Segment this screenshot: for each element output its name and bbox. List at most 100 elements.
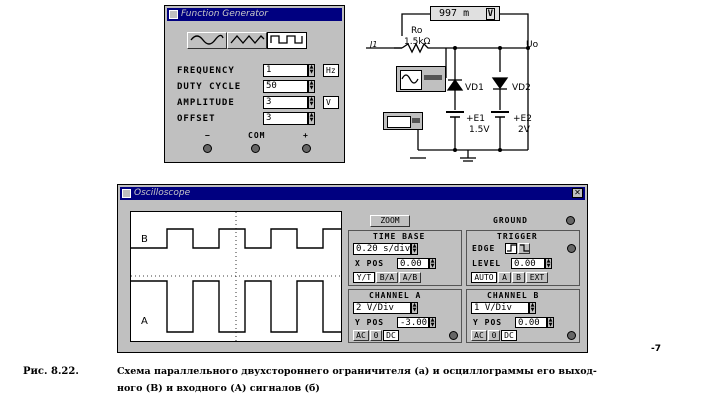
zoom-button[interactable]: ZOOM [370, 215, 410, 227]
ground-label: GROUND [493, 216, 528, 225]
plus-terminal[interactable] [302, 144, 311, 153]
trigger-terminal[interactable] [567, 244, 576, 253]
mode-ab-button[interactable]: A/B [399, 272, 421, 283]
trace-b-label: B [141, 234, 148, 245]
frequency-spinner[interactable]: ▲▼ [308, 64, 315, 77]
time-base-group: TIME BASE 0.20 s/div ▲▼ X POS 0.00 ▲▼ Y/… [348, 230, 462, 286]
sine-wave-button[interactable] [187, 32, 227, 49]
falling-edge-icon [519, 244, 529, 252]
channel-a-ypos-input[interactable]: -3.00 [397, 317, 429, 328]
trace-b [131, 228, 341, 249]
edge-falling-button[interactable] [518, 243, 530, 254]
x-pos-input[interactable]: 0.00 [397, 258, 429, 269]
duty-cycle-spinner[interactable]: ▲▼ [308, 80, 315, 93]
oscilloscope-title: Oscilloscope [134, 188, 191, 198]
time-base-select[interactable]: 0.20 s/div [353, 243, 411, 255]
channel-b-dc-button[interactable]: DC [501, 330, 517, 341]
sine-wave-icon [190, 34, 224, 45]
offset-label: OFFSET [177, 114, 216, 124]
diode1-label: VD1 [465, 83, 484, 93]
triangle-wave-button[interactable] [227, 32, 267, 49]
ground-terminal[interactable] [566, 216, 575, 225]
minus-terminal[interactable] [203, 144, 212, 153]
channel-a-ypos-spinner[interactable]: ▲▼ [429, 317, 436, 328]
resistor-value: 1.5kΩ [404, 37, 431, 47]
frequency-unit-select[interactable]: Hz [323, 64, 339, 77]
trace-a [131, 280, 341, 333]
battery2-value: 2V [518, 125, 530, 135]
trigger-a-button[interactable]: A [498, 272, 511, 283]
channel-b-scale-select[interactable]: 1 V/Div [471, 302, 529, 314]
frequency-label: FREQUENCY [177, 66, 235, 76]
channel-a-ac-button[interactable]: AC [353, 330, 369, 341]
voltmeter-value: 997 m [439, 8, 470, 19]
channel-b-ypos-input[interactable]: 0.00 [515, 317, 547, 328]
channel-b-terminal[interactable] [567, 331, 576, 340]
frequency-input[interactable]: 1 [263, 64, 308, 77]
amplitude-input[interactable]: 3 [263, 96, 308, 109]
battery1-name: +E1 [466, 114, 485, 124]
function-generator-titlebar[interactable]: Function Generator [167, 8, 342, 21]
trigger-title: TRIGGER [497, 232, 538, 241]
mode-yt-button[interactable]: Y/T [353, 272, 375, 283]
channel-b-title: CHANNEL B [487, 291, 540, 300]
trigger-auto-button[interactable]: AUTO [471, 272, 497, 283]
channel-a-terminal[interactable] [449, 331, 458, 340]
amplitude-unit-select[interactable]: V [323, 96, 339, 109]
close-icon[interactable]: ✕ [572, 188, 583, 198]
voltmeter-unit: V [485, 8, 495, 20]
oscilloscope-icon[interactable] [383, 112, 423, 130]
oscilloscope-screen[interactable]: B A [130, 211, 342, 342]
x-pos-spinner[interactable]: ▲▼ [429, 258, 436, 269]
plus-terminal-label: + [303, 131, 309, 140]
mode-ba-button[interactable]: B/A [376, 272, 398, 283]
function-generator-window: Function Generator FREQUENCY 1 ▲▼ Hz DUT… [164, 5, 345, 163]
edge-rising-button[interactable] [505, 243, 517, 254]
duty-cycle-input[interactable]: 50 [263, 80, 308, 93]
battery1-value: 1.5V [469, 125, 490, 135]
duty-cycle-label: DUTY CYCLE [177, 82, 242, 92]
channel-b-group: CHANNEL B 1 V/Div ▲▼ Y POS 0.00 ▲▼ AC 0 … [466, 289, 580, 343]
oscilloscope-window: Oscilloscope ✕ B A ZOOM GROUND TIME BASE… [117, 184, 588, 353]
voltmeter[interactable]: 997 m V [430, 6, 500, 21]
channel-b-scale-spinner[interactable]: ▲▼ [529, 302, 536, 314]
time-base-title: TIME BASE [373, 232, 426, 241]
system-menu-icon[interactable] [169, 10, 178, 19]
level-input[interactable]: 0.00 [511, 258, 545, 269]
diode2-label: VD2 [512, 83, 531, 93]
source-label: J1 [370, 40, 378, 49]
x-pos-label: X POS [355, 259, 385, 268]
level-spinner[interactable]: ▲▼ [545, 258, 552, 269]
figure-label: Рис. 8.22. [23, 366, 79, 377]
system-menu-icon[interactable] [122, 189, 131, 198]
waveform-display [131, 212, 341, 341]
amplitude-label: AMPLITUDE [177, 98, 235, 108]
function-generator-icon[interactable] [396, 66, 446, 92]
function-generator-title: Function Generator [181, 9, 268, 19]
channel-a-title: CHANNEL A [369, 291, 422, 300]
offset-spinner[interactable]: ▲▼ [308, 112, 315, 125]
square-wave-button[interactable] [267, 32, 307, 49]
oscilloscope-titlebar[interactable]: Oscilloscope ✕ [120, 187, 585, 200]
trigger-b-button[interactable]: B [512, 272, 525, 283]
common-terminal[interactable] [251, 144, 260, 153]
offset-input[interactable]: 3 [263, 112, 308, 125]
trigger-ext-button[interactable]: EXT [526, 272, 548, 283]
channel-b-ypos-label: Y POS [473, 318, 503, 327]
rising-edge-icon [506, 244, 516, 252]
trace-a-label: A [141, 316, 148, 327]
channel-a-group: CHANNEL A 2 V/Div ▲▼ Y POS -3.00 ▲▼ AC 0… [348, 289, 462, 343]
channel-a-scale-select[interactable]: 2 V/Div [353, 302, 411, 314]
channel-b-ac-button[interactable]: AC [471, 330, 487, 341]
channel-a-zero-button[interactable]: 0 [370, 330, 382, 341]
channel-a-scale-spinner[interactable]: ▲▼ [411, 302, 418, 314]
amplitude-spinner[interactable]: ▲▼ [308, 96, 315, 109]
channel-b-ypos-spinner[interactable]: ▲▼ [547, 317, 554, 328]
battery2-name: +E2 [513, 114, 532, 124]
channel-b-zero-button[interactable]: 0 [488, 330, 500, 341]
time-base-spinner[interactable]: ▲▼ [411, 243, 418, 255]
channel-a-dc-button[interactable]: DC [383, 330, 399, 341]
page-mark: -7 [651, 344, 661, 354]
caption-line-2: ного (B) и входного (A) сигналов (б) [117, 383, 320, 394]
circuit-schematic [366, 13, 530, 162]
